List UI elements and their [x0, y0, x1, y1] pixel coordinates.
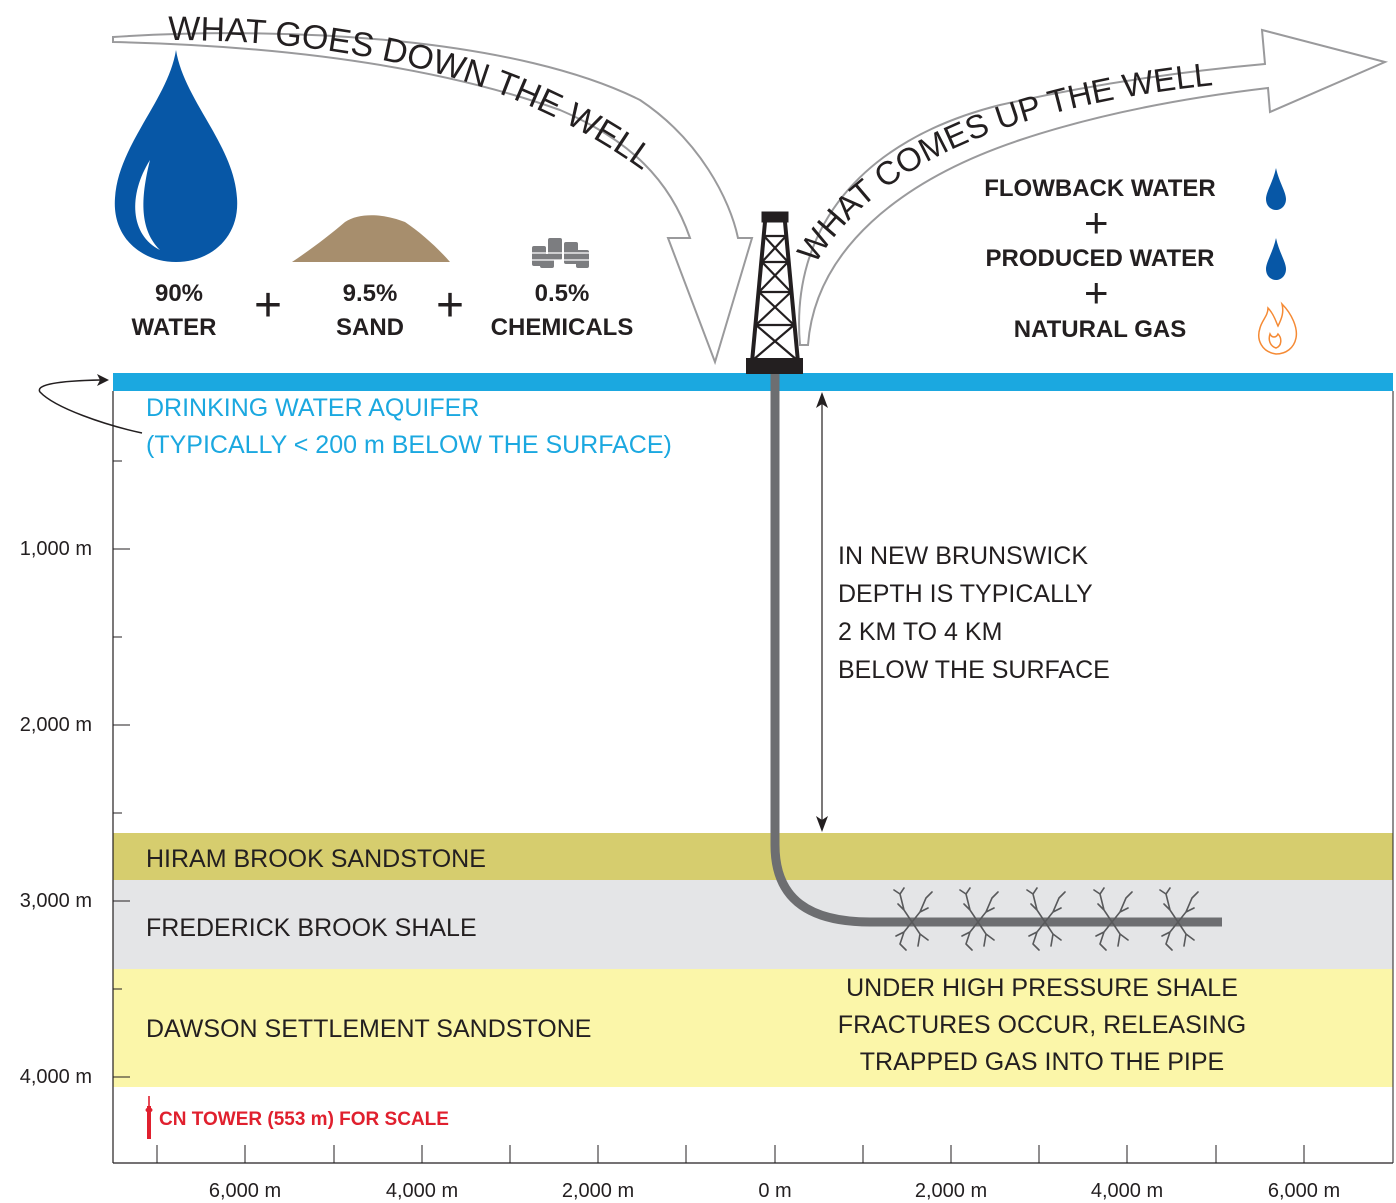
x-axis-tick-label: 6,000 m: [1267, 1180, 1341, 1202]
aquifer-pointer-arrow: [38, 379, 143, 434]
sand-percent: 9.5%: [342, 280, 398, 307]
chemicals-label: CHEMICALS: [490, 314, 634, 341]
down-arrow: [112, 32, 754, 366]
dawson-settlement-label: DAWSON SETTLEMENT SANDSTONE: [146, 1015, 592, 1043]
flame-icon: [1258, 301, 1298, 355]
x-axis-ticks: [156, 1145, 1305, 1163]
y-axis-tick-label: 3,000 m: [19, 890, 92, 912]
fracture-note-line: UNDER HIGH PRESSURE SHALE: [846, 974, 1238, 1002]
plus-icon: +: [1084, 199, 1109, 246]
produced-water-drop-icon: [1266, 238, 1286, 280]
cn-tower-icon: [145, 1096, 153, 1139]
y-axis-ticks: [113, 460, 130, 1078]
fracture-note-line: FRACTURES OCCUR, RELEASING: [837, 1011, 1247, 1039]
x-axis-tick-label: 4,000 m: [385, 1180, 459, 1202]
fracture-note-line: TRAPPED GAS INTO THE PIPE: [859, 1048, 1225, 1076]
water-drop-icon: [114, 50, 238, 262]
output-label: FLOWBACK WATER: [984, 175, 1216, 202]
aquifer-band: [113, 373, 1393, 391]
depth-dimension-arrow: [816, 392, 828, 832]
water-percent: 90%: [154, 280, 204, 307]
depth-note-line: 2 KM TO 4 KM: [838, 618, 1003, 646]
flowback-water-drop-icon: [1266, 168, 1286, 210]
fracture-marks: [893, 887, 1199, 951]
frederick-brook-label: FREDERICK BROOK SHALE: [146, 914, 477, 942]
dawson-layer: [113, 969, 1393, 1087]
depth-note-line: BELOW THE SURFACE: [838, 656, 1110, 684]
x-axis-tick-label: 2,000 m: [914, 1180, 988, 1202]
chemical-barrels-icon: [532, 238, 590, 268]
aquifer-pointer-arrowhead: [97, 374, 109, 386]
x-axis-tick-label: 0 m: [758, 1180, 792, 1202]
water-label: WATER: [131, 314, 217, 341]
sand-pile-icon: [292, 215, 450, 262]
y-axis-tick-label: 1,000 m: [19, 538, 92, 560]
depth-note-line: IN NEW BRUNSWICK: [838, 542, 1088, 570]
y-axis-tick-label: 2,000 m: [19, 714, 92, 736]
hiram-layer: [113, 833, 1393, 880]
output-label: NATURAL GAS: [1013, 316, 1187, 343]
chemicals-percent: 0.5%: [534, 280, 590, 307]
output-label: PRODUCED WATER: [985, 245, 1215, 272]
cn-tower-scale-label: CN TOWER (553 m) FOR SCALE: [159, 1109, 449, 1130]
sand-label: SAND: [335, 314, 404, 341]
x-axis-tick-label: 4,000 m: [1090, 1180, 1164, 1202]
depth-note-line: DEPTH IS TYPICALLY: [838, 580, 1093, 608]
plus-icon: +: [1084, 269, 1109, 316]
aquifer-label-line1: DRINKING WATER AQUIFER: [146, 394, 480, 422]
plus-icon: +: [254, 279, 283, 332]
well-pipe: [770, 374, 1222, 927]
aquifer-label-line2: (TYPICALLY < 200 m BELOW THE SURFACE): [146, 431, 672, 459]
y-axis-tick-label: 4,000 m: [19, 1066, 92, 1088]
x-axis-tick-label: 2,000 m: [561, 1180, 635, 1202]
drilling-derrick-icon: [746, 211, 803, 374]
plus-icon: +: [436, 279, 465, 332]
x-axis-tick-label: 6,000 m: [208, 1180, 282, 1202]
up-arrow: [798, 28, 1389, 346]
hiram-brook-label: HIRAM BROOK SANDSTONE: [146, 845, 486, 873]
